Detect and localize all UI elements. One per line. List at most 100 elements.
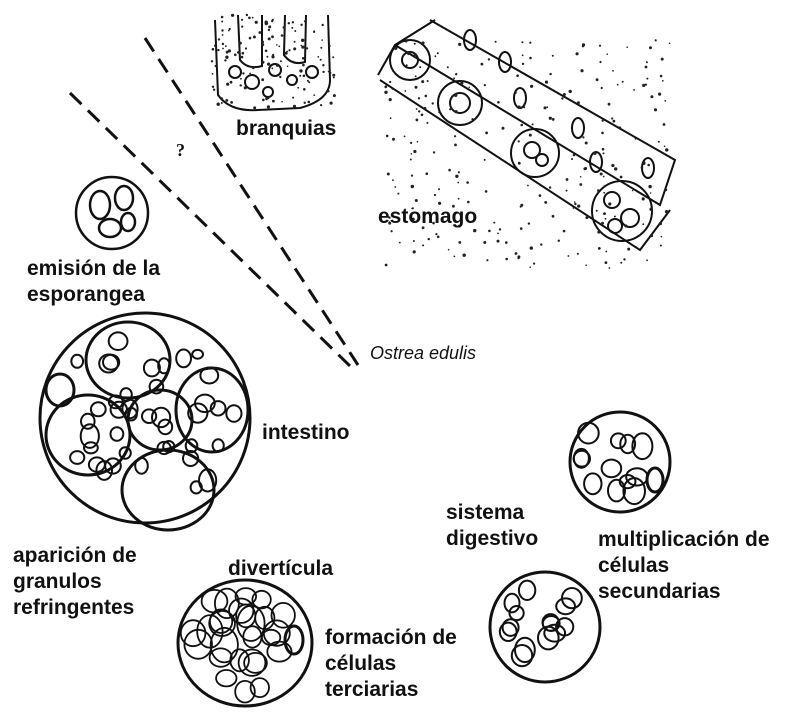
stipple-dot [297, 87, 299, 89]
stipple-dot [438, 188, 440, 190]
stipple-dot [293, 47, 296, 50]
cell-nucleus [213, 439, 224, 451]
stipple-dot [415, 199, 418, 202]
stipple-dot [661, 236, 663, 238]
stipple-dot [249, 37, 252, 40]
stipple-dot [437, 52, 439, 54]
stipple-dot [410, 142, 412, 144]
stipple-dot [642, 197, 645, 200]
stipple-dot [294, 30, 296, 32]
stipple-dot [267, 105, 270, 108]
stipple-dot [497, 101, 500, 104]
stipple-dot [268, 96, 270, 98]
intestine-nuclei [70, 332, 241, 493]
stipple-dot [392, 179, 394, 181]
stipple-dot [658, 141, 660, 143]
stipple-dot [552, 55, 554, 57]
stipple-dot [221, 21, 223, 23]
stipple-dot [421, 114, 424, 117]
label-intestino: intestino [262, 420, 350, 446]
stipple-dot [278, 46, 280, 48]
gill-tissue-drawing [215, 15, 330, 110]
stipple-dot [454, 94, 457, 97]
stipple-dot [598, 247, 601, 250]
stipple-dot [222, 43, 224, 45]
stipple-dot [599, 45, 601, 47]
stipple-dot [458, 241, 461, 244]
stipple-dot [399, 242, 401, 244]
stipple-dot [213, 89, 215, 91]
cell-nucleus [584, 473, 601, 494]
label-ostrea-edulis: Ostrea edulis [370, 343, 476, 364]
stipple-dot [228, 49, 231, 52]
stipple-dot [527, 185, 529, 187]
stipple-dot [493, 222, 495, 224]
stipple-dot [577, 253, 579, 255]
stipple-dot [433, 151, 435, 153]
cell-nucleus [216, 670, 236, 686]
cell-nucleus [176, 350, 191, 368]
stipple-dot [455, 73, 457, 75]
stipple-dot [502, 127, 505, 130]
stipple-dot [566, 190, 568, 192]
cell-nucleus [578, 423, 599, 444]
digestive-cells [500, 581, 582, 667]
stipple-dot [217, 103, 220, 106]
stipple-dot [460, 82, 463, 85]
stipple-dot [262, 61, 265, 64]
stipple-dot [426, 122, 428, 124]
stipple-dot [306, 47, 308, 49]
stipple-dot [416, 108, 418, 110]
cell-nucleus [519, 581, 535, 600]
stipple-dot [522, 63, 524, 65]
stipple-dot [299, 69, 302, 72]
stipple-dot [389, 98, 392, 101]
stipple-dot [574, 203, 576, 205]
stipple-dot [391, 230, 393, 232]
cell-nucleus [181, 620, 206, 646]
cell-nucleus [611, 433, 626, 448]
stipple-dot [539, 194, 542, 197]
stipple-dot [215, 65, 217, 67]
stipple-dot [663, 123, 666, 126]
stipple-dot [261, 78, 264, 81]
cell-nucleus [623, 478, 645, 504]
stipple-dot [455, 175, 458, 178]
stipple-dot [328, 71, 330, 73]
stipple-dot [407, 52, 410, 55]
stipple-dot [262, 99, 265, 102]
stipple-dot [390, 117, 392, 119]
stipple-dot [599, 61, 601, 63]
cell-nucleus [109, 332, 128, 350]
stipple-dot [300, 45, 302, 47]
stipple-dot [386, 135, 389, 138]
stipple-dot [425, 95, 428, 98]
stipple-dot [449, 108, 451, 110]
stipple-dot [617, 84, 619, 86]
stipple-dot [455, 110, 458, 113]
stipple-dot [415, 75, 417, 77]
stipple-dot [320, 104, 322, 106]
stipple-dot [217, 49, 219, 51]
stipple-dot [574, 201, 576, 203]
stipple-dot [333, 77, 335, 79]
stipple-dot [545, 81, 548, 84]
stipple-dot [329, 72, 331, 74]
stipple-dot [320, 59, 322, 61]
label-multiplicacion-secundarias: multiplicación de células secundarias [598, 527, 770, 605]
stipple-dot [648, 185, 651, 188]
stipple-dot [271, 67, 273, 69]
stipple-dot [624, 224, 627, 227]
stipple-dot [561, 97, 563, 99]
stipple-dot [221, 16, 224, 19]
stipple-dot [611, 164, 614, 167]
stipple-dot [585, 264, 587, 266]
stipple-dot [255, 21, 258, 24]
stipple-dot [252, 17, 254, 19]
stipple-dot [650, 234, 653, 237]
stipple-dot [646, 61, 648, 63]
stipple-dot [603, 212, 606, 215]
stipple-dot [597, 231, 600, 234]
stipple-dot [463, 254, 466, 257]
stipple-dot [330, 102, 333, 105]
